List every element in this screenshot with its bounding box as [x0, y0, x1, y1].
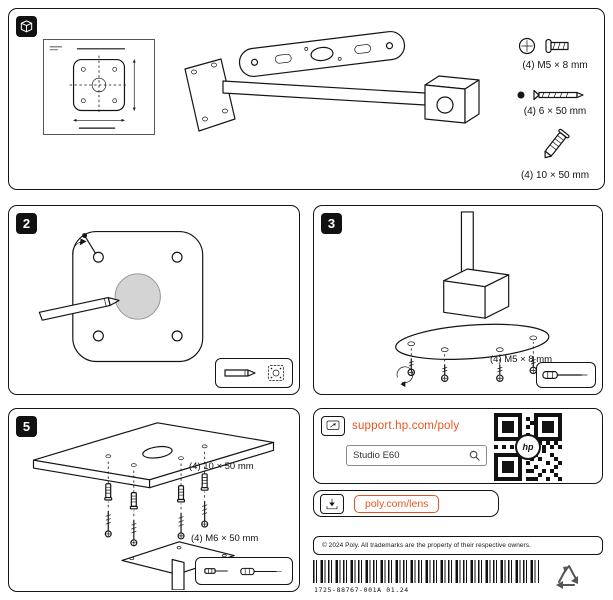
wood-screw-icon [517, 89, 584, 101]
support-url: support.hp.com/poly [352, 420, 460, 432]
lens-section: poly.com/lens [313, 490, 499, 517]
attach-pole-illustration [395, 211, 550, 388]
hardware-label: (4) 10 × 50 mm [520, 170, 590, 181]
step-number-badge: 5 [16, 416, 37, 437]
recycle-icon [556, 565, 578, 589]
support-section: support.hp.com/poly Studio E60 hp [313, 408, 603, 484]
support-site-glyph [326, 420, 340, 430]
pencil-icon [224, 369, 256, 377]
hardware-item-m5-screws: (4) M5 × 8 mm [505, 35, 605, 71]
external-link-icon [321, 416, 345, 436]
drill-template-sheet [43, 39, 155, 135]
drill-template-illustration [49, 46, 136, 129]
panel-box-contents: (4) M5 × 8 mm (4) 6 × 50 mm [8, 8, 605, 190]
download-icon [320, 493, 344, 514]
ceiling-mount-illustration [32, 422, 275, 590]
panel-step-5-ceiling-mount: 5 [8, 408, 300, 592]
part-number: 1725-88767-001A 01.24 [314, 586, 409, 594]
mark-holes-illustration [38, 230, 204, 363]
product-search-field: Studio E60 [346, 445, 487, 466]
hardware-item-wall-anchors: (4) 10 × 50 mm [505, 127, 605, 181]
panel-step-2-mark-holes: 2 [8, 205, 300, 395]
mount-assembly-illustration [184, 30, 480, 132]
copyright-box: © 2024 Poly. All trademarks are the prop… [313, 536, 603, 555]
driver-bit-icon [204, 568, 229, 574]
package-icon [16, 16, 37, 37]
anchor-hardware-label: (4) 10 × 50 mm [189, 461, 254, 472]
search-icon [469, 450, 480, 461]
barcode [313, 560, 539, 583]
tools-inset [195, 557, 293, 585]
hardware-label: (4) M5 × 8 mm [490, 354, 553, 365]
step-number-badge: 3 [321, 213, 342, 234]
copyright-text: © 2024 Poly. All trademarks are the prop… [322, 542, 531, 549]
pan-head-screw-icon [518, 37, 569, 55]
tools-inset [536, 362, 596, 388]
hp-logo: hp [515, 434, 541, 460]
package-cube-glyph [20, 20, 33, 33]
hardware-item-6x50-screws: (4) 6 × 50 mm [505, 87, 605, 117]
wall-anchor-icon [544, 128, 570, 159]
download-arrow-glyph [326, 498, 338, 509]
step-number-badge: 2 [16, 213, 37, 234]
screw-hardware-label: (4) M6 × 50 mm [191, 533, 259, 544]
hp-logo-text: hp [522, 442, 534, 452]
template-sheet-icon [267, 365, 284, 381]
panel-step-3-attach-pole: 3 (4) M [313, 205, 603, 395]
screwdriver-icon [239, 567, 282, 575]
hardware-label: (4) 6 × 50 mm [523, 106, 587, 117]
hardware-label: (4) M5 × 8 mm [522, 60, 588, 71]
search-value: Studio E60 [353, 450, 400, 461]
screwdriver-icon [542, 371, 588, 379]
tools-inset [215, 358, 293, 388]
lens-url: poly.com/lens [354, 494, 440, 513]
